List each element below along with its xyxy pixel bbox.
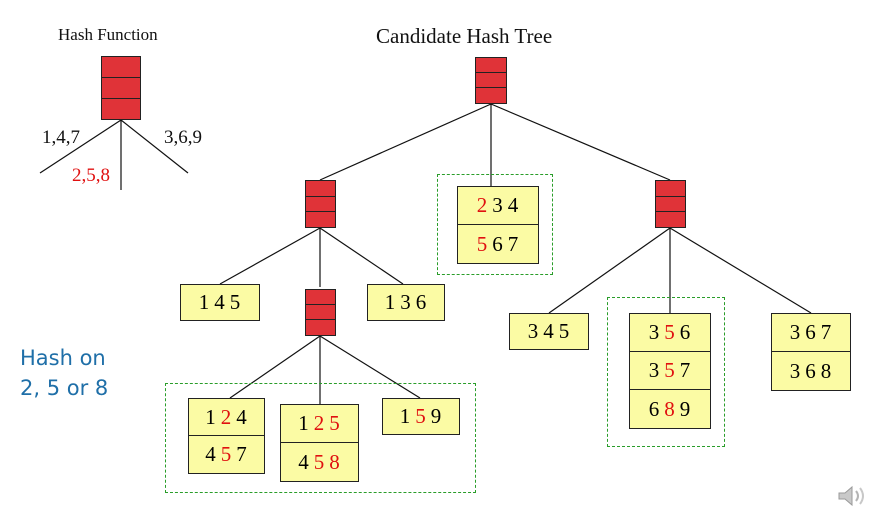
lower-hash-node (305, 289, 336, 336)
side-note: Hash on 2, 5 or 8 (20, 343, 108, 403)
itemset-item: 3 (648, 358, 661, 382)
speaker-icon[interactable] (835, 485, 869, 507)
itemset-item: 3 (789, 320, 802, 344)
itemset-item: 5 (313, 449, 326, 474)
itemset-item: 5 (229, 290, 242, 314)
bottom-leaf-group (165, 383, 476, 493)
itemset-item: 5 (664, 358, 676, 382)
itemset-item: 8 (329, 449, 341, 474)
left-hash-node (305, 180, 336, 228)
itemset-item: 4 (298, 449, 310, 474)
itemset-item: 7 (507, 231, 520, 256)
itemset-item: 3 (789, 358, 802, 383)
hash-function-title: Hash Function (58, 25, 158, 44)
itemset-item: 8 (820, 358, 833, 383)
itemset-item: 3 (400, 290, 412, 314)
itemset-item: 2 (313, 411, 326, 435)
branch-label-1-4-7: 1,4,7 (42, 127, 80, 148)
itemset-item: 4 (543, 319, 555, 343)
itemset-item: 6 (492, 231, 504, 256)
tree-title: Candidate Hash Tree (376, 24, 553, 48)
branch-label-2-5-8: 2,5,8 (72, 165, 110, 186)
right-leaf-group (607, 297, 725, 447)
itemset-item: 5 (415, 404, 427, 428)
itemset-item: 4 (205, 442, 217, 466)
itemset-item: 1 (205, 404, 217, 429)
itemset-item: 1 (399, 404, 412, 428)
itemset-item: 6 (805, 358, 817, 383)
branch-label-3-6-9: 3,6,9 (164, 127, 202, 148)
itemset-item: 6 (679, 320, 692, 344)
itemset-item: 8 (664, 396, 676, 421)
itemset-item: 7 (236, 442, 248, 466)
itemset-item: 5 (220, 442, 233, 466)
itemset-item: 4 (507, 193, 520, 217)
itemset-item: 5 (329, 411, 341, 435)
itemset-item: 6 (648, 396, 661, 421)
itemset-item: 2 (220, 404, 233, 429)
itemset-item: 6 (415, 290, 428, 314)
itemset-item: 3 (648, 320, 661, 344)
itemset-item: 5 (664, 320, 676, 344)
itemset-item: 9 (679, 396, 692, 421)
right-hash-node (655, 180, 686, 228)
side-note-line-1: Hash on (20, 346, 106, 370)
hash-function-node (101, 56, 141, 120)
itemset-item: 1 (198, 290, 211, 314)
itemset-item: 2 (476, 193, 489, 217)
itemset-item: 4 (214, 290, 226, 314)
itemset-item: 1 (298, 411, 310, 435)
itemset-item: 6 (805, 320, 817, 344)
itemset-item: 3 (527, 319, 540, 343)
itemset-item: 3 (492, 193, 504, 217)
root-hash-node (475, 57, 507, 104)
middle-leaf-group (437, 174, 553, 275)
itemset-item: 7 (820, 320, 833, 344)
itemset-item: 9 (430, 404, 443, 428)
itemset-item: 4 (236, 404, 248, 429)
itemset-item: 5 (558, 319, 571, 343)
itemset-item: 7 (679, 358, 692, 382)
side-note-line-2: 2, 5 or 8 (20, 376, 109, 400)
itemset-item: 5 (476, 231, 489, 256)
itemset-item: 1 (384, 290, 397, 314)
